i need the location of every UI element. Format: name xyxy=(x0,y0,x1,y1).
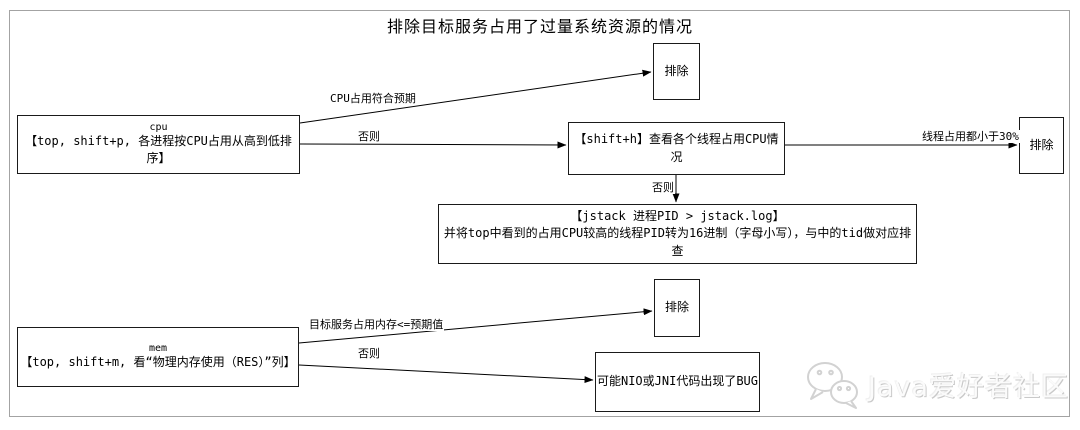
node-nio-jni-bug-label: 可能NIO或JNI代码出现了BUG xyxy=(596,374,759,389)
edge-label-mem-otherwise: 否则 xyxy=(357,347,381,361)
node-tag-cpu: cpu xyxy=(149,121,168,133)
watermark: Java爱好者社区 xyxy=(804,358,1069,410)
node-exclude-cpu: 排除 xyxy=(653,43,700,100)
node-exclude-thread: 排除 xyxy=(1019,117,1064,174)
node-top-shift-m-label: 【top, shift+m, 看“物理内存使用（RES）”列】 xyxy=(20,354,296,369)
node-exclude-thread-label: 排除 xyxy=(1029,137,1054,152)
node-top-shift-m: mem 【top, shift+m, 看“物理内存使用（RES）”列】 xyxy=(17,327,299,387)
page-title: 排除目标服务占用了过量系统资源的情况 xyxy=(386,17,693,36)
node-top-shift-p: cpu 【top, shift+p, 各进程按CPU占用从高到低排序】 xyxy=(17,115,300,174)
node-jstack: 【jstack 进程PID > jstack.log】 并将top中看到的占用C… xyxy=(438,204,917,264)
node-exclude-mem-label: 排除 xyxy=(664,300,689,315)
node-top-shift-p-label: 【top, shift+p, 各进程按CPU占用从高到低排序】 xyxy=(25,133,292,165)
node-shift-h: 【shift+h】查看各个线程占用CPU情况 xyxy=(568,122,785,175)
node-shift-h-label: 【shift+h】查看各个线程占用CPU情况 xyxy=(574,132,779,164)
node-jstack-line2: 并将top中看到的占用CPU较高的线程PID转为16进制（字母小写），与中的ti… xyxy=(443,226,912,258)
edge-label-cpu-otherwise: 否则 xyxy=(357,130,381,144)
edge-label-threads-under-30: 线程占用都小于30% xyxy=(921,130,1020,144)
watermark-text: Java爱好者社区 xyxy=(868,371,1070,403)
wechat-icon xyxy=(807,362,858,409)
node-tag-mem: mem xyxy=(148,342,168,354)
edge-label-thread-otherwise: 否则 xyxy=(651,181,675,195)
node-exclude-mem: 排除 xyxy=(654,279,700,337)
node-exclude-cpu-label: 排除 xyxy=(664,63,689,78)
node-jstack-line1: 【jstack 进程PID > jstack.log】 xyxy=(570,208,785,223)
edge-label-cpu-expected: CPU占用符合预期 xyxy=(329,92,417,106)
node-nio-jni-bug: 可能NIO或JNI代码出现了BUG xyxy=(595,352,760,412)
edge-label-mem-expected: 目标服务占用内存<=预期值 xyxy=(308,318,445,332)
